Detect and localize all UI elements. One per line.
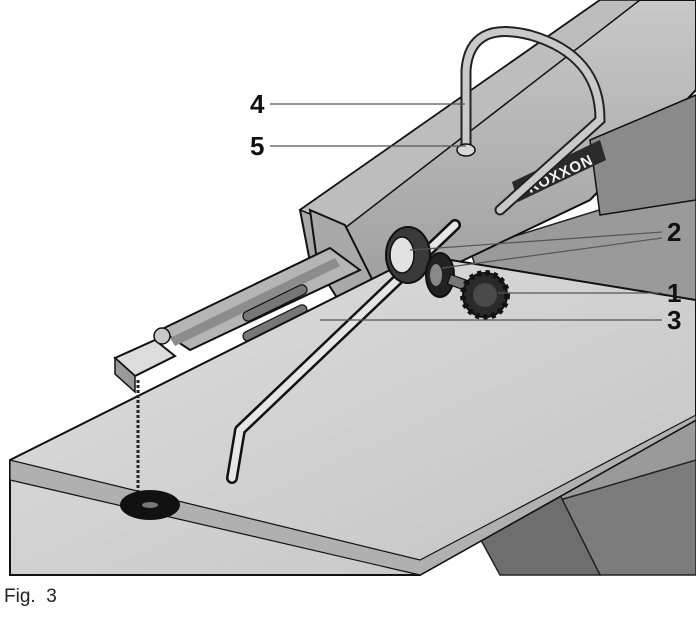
lower-arm [157, 246, 362, 352]
hold-down-rod [226, 219, 461, 484]
figure-caption: Fig. 3 [4, 586, 57, 607]
callout-number-2: 2 [667, 217, 681, 247]
scroll-saw-illustration: PROXXON [9, 0, 696, 576]
leader-lines [270, 103, 663, 321]
callout-number-4: 4 [250, 89, 265, 119]
callout-number-1: 1 [667, 278, 681, 308]
blower-hose [460, 26, 606, 216]
table-insert [120, 490, 180, 520]
knurled-knob [460, 270, 510, 320]
callout-number-5: 5 [250, 131, 264, 161]
tension-knob-assembly [385, 226, 510, 320]
callout-number-3: 3 [667, 305, 681, 335]
hose-fitting [456, 143, 476, 157]
blade-clamp [113, 327, 177, 394]
